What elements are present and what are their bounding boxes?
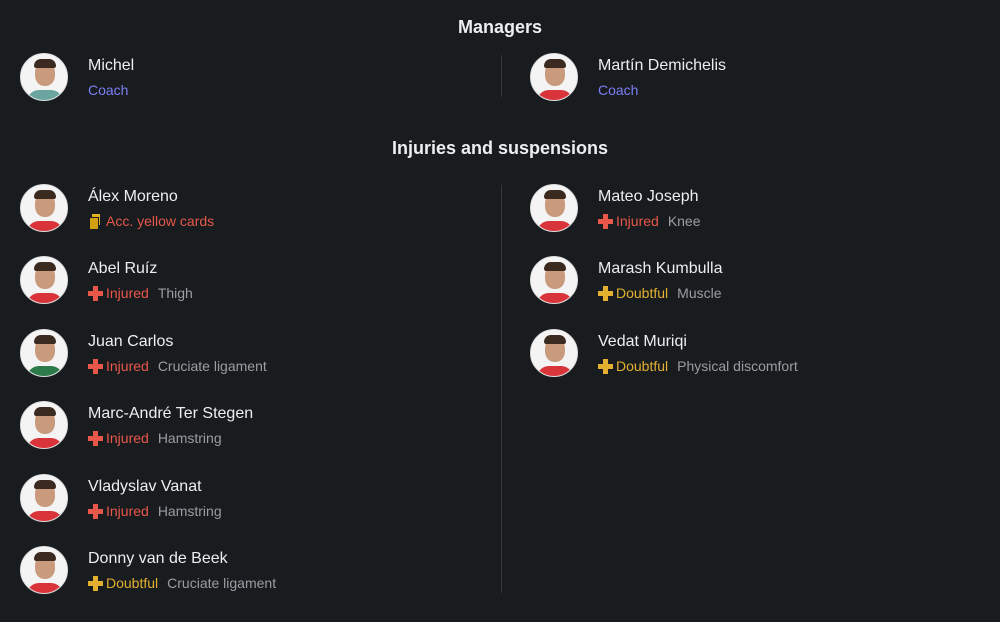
- manager-role: Coach: [598, 82, 639, 98]
- player-name: Vladyslav Vanat: [88, 477, 202, 495]
- doubtful-cross-icon: [598, 286, 613, 302]
- status-label: Injured: [106, 502, 149, 519]
- injury-cross-icon: [88, 431, 103, 447]
- injured-player[interactable]: Marc-André Ter Stegen Injured Hamstring: [20, 401, 440, 451]
- status-label: Injured: [616, 213, 659, 229]
- injury-reason: Hamstring: [157, 430, 222, 447]
- manager-item[interactable]: Michel Coach: [20, 53, 440, 103]
- player-status-line: Doubtful Physical discomfort: [598, 358, 798, 374]
- managers-heading: Managers: [457, 17, 543, 37]
- avatar: [530, 328, 578, 377]
- player-name: Vedat Muriqi: [598, 332, 687, 350]
- player-status-line: Injured Thigh: [88, 285, 193, 302]
- injury-reason: Cruciate ligament: [167, 575, 277, 591]
- avatar: [20, 328, 68, 377]
- avatar: [530, 53, 578, 101]
- injured-player[interactable]: Mateo Joseph Injured Knee: [530, 184, 950, 234]
- managers-divider: [501, 55, 502, 97]
- doubtful-cross-icon: [88, 576, 103, 591]
- status-label: Injured: [106, 357, 149, 374]
- injury-cross-icon: [598, 214, 613, 229]
- status-label: Acc. yellow cards: [106, 213, 215, 229]
- avatar: [20, 546, 68, 594]
- yellow-cards-icon: [88, 214, 102, 230]
- injured-player[interactable]: Donny van de Beek Doubtful Cruciate liga…: [20, 546, 440, 596]
- injury-reason: Muscle: [677, 285, 722, 302]
- injured-player[interactable]: Vedat Muriqi Doubtful Physical discomfor…: [530, 328, 950, 379]
- avatar: [20, 401, 68, 450]
- player-name: Donny van de Beek: [88, 550, 228, 567]
- injury-reason: Knee: [667, 213, 701, 229]
- manager-name: Martín Demichelis: [598, 57, 727, 74]
- injury-reason: Thigh: [157, 285, 193, 302]
- injured-player[interactable]: Marash Kumbulla Doubtful Muscle: [530, 256, 950, 306]
- injuries-heading: Injuries and suspensions: [391, 138, 609, 158]
- injury-reason: Physical discomfort: [677, 357, 798, 374]
- avatar: [20, 53, 68, 101]
- status-label: Doubtful: [616, 285, 669, 302]
- player-status-line: Injured Knee: [598, 213, 701, 229]
- player-status-line: Acc. yellow cards: [88, 213, 215, 230]
- manager-name: Michel: [88, 57, 135, 74]
- manager-role: Coach: [88, 82, 129, 98]
- avatar: [530, 256, 578, 305]
- injured-player[interactable]: Abel Ruíz Injured Thigh: [20, 256, 440, 306]
- player-name: Abel Ruíz: [88, 260, 158, 278]
- player-name: Marc-André Ter Stegen: [88, 405, 254, 423]
- status-label: Doubtful: [106, 575, 159, 591]
- avatar: [20, 473, 68, 522]
- player-status-line: Injured Hamstring: [88, 503, 222, 519]
- status-label: Injured: [106, 430, 149, 447]
- injury-reason: Hamstring: [157, 502, 222, 519]
- injured-player[interactable]: Álex Moreno Acc. yellow cards: [20, 184, 440, 234]
- avatar: [530, 184, 578, 232]
- injuries-divider: [501, 185, 502, 593]
- status-label: Doubtful: [616, 357, 669, 374]
- player-name: Juan Carlos: [88, 332, 174, 350]
- injured-player[interactable]: Vladyslav Vanat Injured Hamstring: [20, 473, 440, 524]
- injured-player[interactable]: Juan Carlos Injured Cruciate ligament: [20, 328, 440, 379]
- player-name: Marash Kumbulla: [598, 260, 723, 278]
- player-name: Mateo Joseph: [598, 188, 699, 205]
- injury-cross-icon: [88, 358, 103, 374]
- player-status-line: Injured Cruciate ligament: [88, 358, 267, 374]
- player-status-line: Doubtful Cruciate ligament: [88, 575, 276, 591]
- manager-item[interactable]: Martín Demichelis Coach: [530, 53, 950, 103]
- player-status-line: Injured Hamstring: [88, 430, 222, 447]
- avatar: [20, 256, 68, 305]
- injury-cross-icon: [88, 503, 103, 519]
- doubtful-cross-icon: [598, 358, 613, 374]
- avatar: [20, 184, 68, 232]
- injury-cross-icon: [88, 286, 103, 302]
- injury-reason: Cruciate ligament: [157, 357, 267, 374]
- status-label: Injured: [106, 285, 149, 302]
- player-name: Álex Moreno: [88, 188, 178, 205]
- player-status-line: Doubtful Muscle: [598, 285, 722, 302]
